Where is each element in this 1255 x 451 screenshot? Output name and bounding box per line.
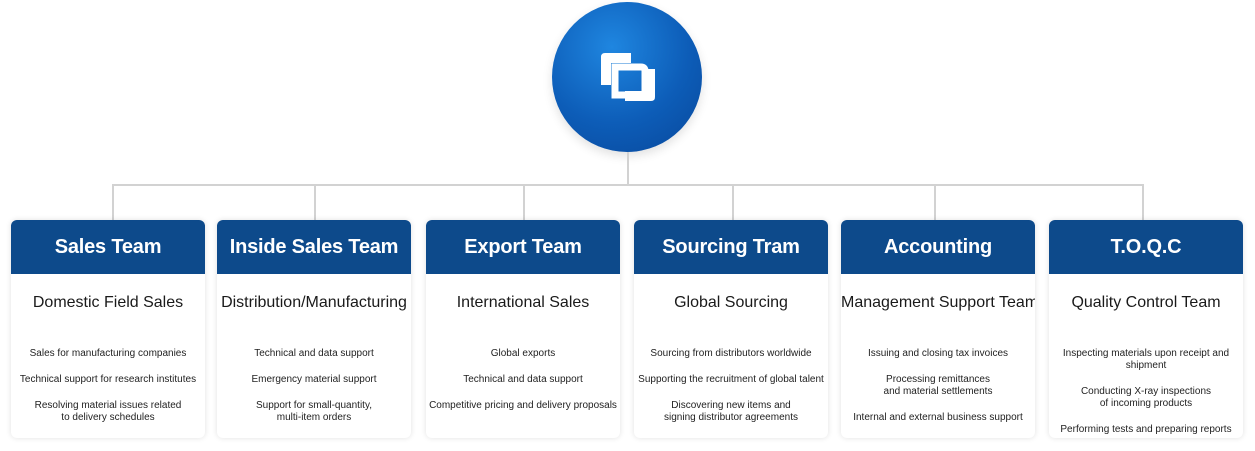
team-duty: Technical and data support	[254, 348, 374, 359]
team-duty: Sales for manufacturing companies	[29, 348, 187, 359]
connector-bus	[112, 184, 1144, 186]
team-duty: Competitive pricing and delivery proposa…	[429, 400, 617, 411]
team-duty: Processing remittances and material sett…	[883, 374, 993, 397]
team-card-sourcing: Sourcing Tram Global Sourcing Sourcing f…	[634, 220, 828, 438]
team-subtitle: Management Support Team	[841, 294, 1035, 311]
team-duty: Technical and data support	[463, 374, 583, 385]
connector-trunk	[627, 152, 629, 184]
team-duty: Supporting the recruitment of global tal…	[638, 374, 824, 385]
team-subtitle: Global Sourcing	[674, 294, 788, 311]
team-title: Sourcing Tram	[634, 220, 828, 274]
team-subtitle: Distribution/Manufacturing	[221, 294, 407, 311]
connector-drop-4	[732, 184, 734, 220]
team-duty: Sourcing from distributors worldwide	[650, 348, 812, 359]
team-duty: Technical support for research institute…	[19, 374, 197, 385]
connector-drop-5	[934, 184, 936, 220]
team-card-inside-sales: Inside Sales Team Distribution/Manufactu…	[217, 220, 411, 438]
team-duty: Emergency material support	[251, 374, 377, 385]
team-card-export: Export Team International Sales Global e…	[426, 220, 620, 438]
team-subtitle: Quality Control Team	[1071, 294, 1221, 311]
company-logo-icon	[601, 53, 655, 101]
team-duty: Resolving material issues related to del…	[34, 400, 182, 423]
connector-drop-2	[314, 184, 316, 220]
team-title: Export Team	[426, 220, 620, 274]
team-duty: Global exports	[490, 348, 556, 359]
team-title: Inside Sales Team	[217, 220, 411, 274]
team-card-sales: Sales Team Domestic Field Sales Sales fo…	[11, 220, 205, 438]
team-duty: Issuing and closing tax invoices	[867, 348, 1009, 359]
connector-drop-6	[1142, 184, 1144, 220]
team-card-toqc: T.O.Q.C Quality Control Team Inspecting …	[1049, 220, 1243, 438]
connector-drop-3	[523, 184, 525, 220]
team-duty: Support for small-quantity, multi-item o…	[256, 400, 372, 423]
team-subtitle: International Sales	[456, 294, 590, 311]
team-title: Sales Team	[11, 220, 205, 274]
team-duty: Internal and external business support	[853, 412, 1023, 423]
team-title: T.O.Q.C	[1049, 220, 1243, 274]
connector-drop-1	[112, 184, 114, 220]
team-duty: Discovering new items and signing distri…	[664, 400, 798, 423]
team-duty: Performing tests and preparing reports	[1060, 424, 1232, 435]
team-duty: Inspecting materials upon receipt and sh…	[1062, 348, 1230, 371]
team-card-accounting: Accounting Management Support Team Issui…	[841, 220, 1035, 438]
team-title: Accounting	[841, 220, 1035, 274]
team-subtitle: Domestic Field Sales	[32, 294, 184, 311]
team-duty: Conducting X-ray inspections of incoming…	[1080, 386, 1212, 409]
logo-circle	[552, 2, 702, 152]
